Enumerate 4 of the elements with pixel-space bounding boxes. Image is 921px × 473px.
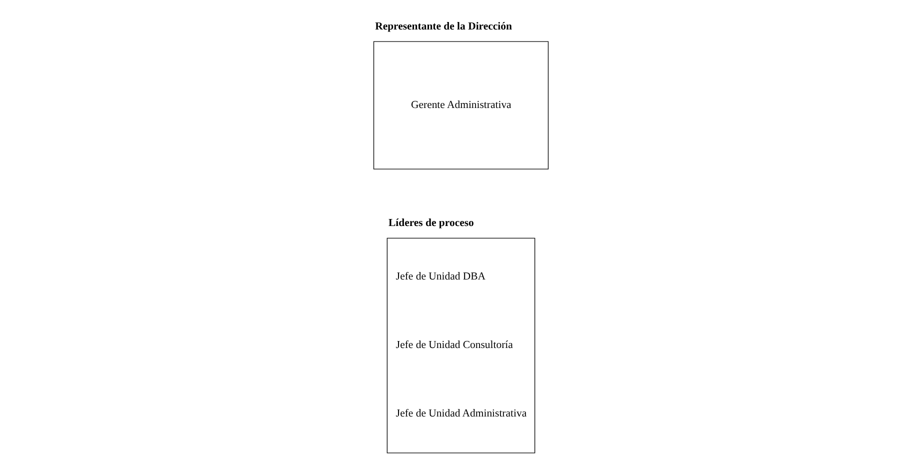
node-label: Representante de la Dirección (374, 20, 512, 32)
node-box: Jefe de Unidad DBA Jefe de Unidad Consultoría Jefe de Unidad Administrativa (386, 238, 535, 454)
node-box: Gerente Administrativa (372, 41, 548, 170)
node-label: Líderes de proceso (388, 216, 474, 229)
